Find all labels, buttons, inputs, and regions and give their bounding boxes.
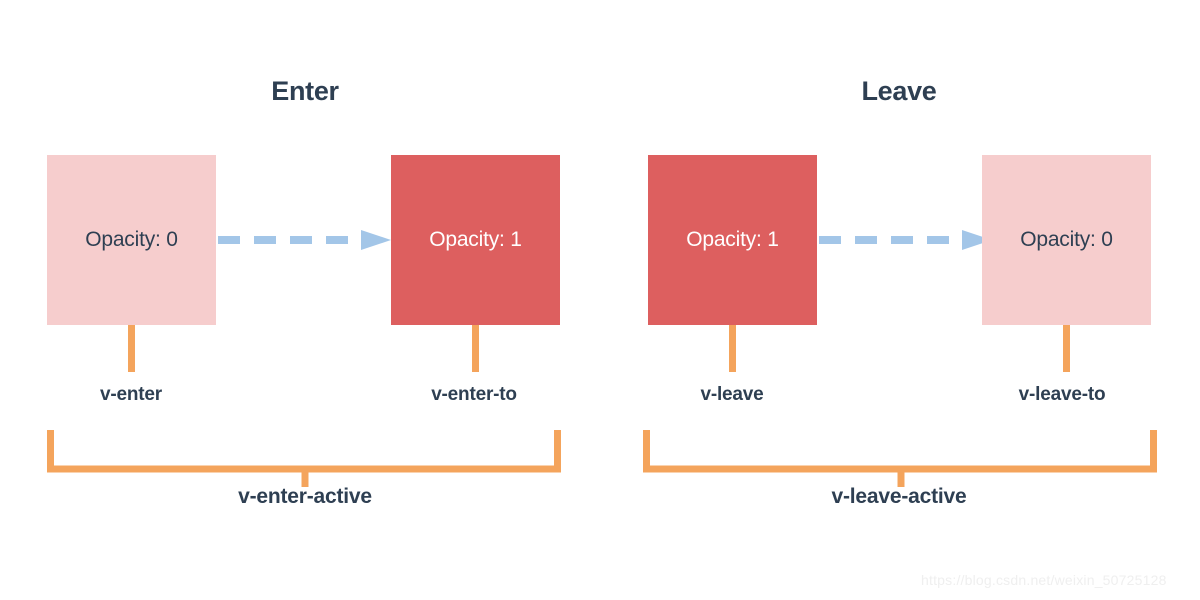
- enter-title: Enter: [271, 76, 339, 106]
- leave-dashed-arrow-right-icon: [817, 230, 992, 250]
- leave-active-bracket-label: v-leave-active: [831, 485, 967, 508]
- enter-start-class-label: v-enter: [100, 384, 162, 405]
- enter-active-bracket-label: v-enter-active: [238, 485, 372, 508]
- leave-start-class-label: v-leave: [700, 384, 764, 405]
- leave-title: Leave: [861, 76, 937, 106]
- enter-end-box: Opacity: 1: [391, 155, 560, 325]
- enter-end-class-label: v-enter-to: [431, 384, 517, 405]
- leave-start-opacity-label: Opacity: 1: [686, 228, 779, 251]
- leave-start-box: Opacity: 1: [648, 155, 817, 325]
- leave-end-class-label: v-leave-to: [1018, 384, 1106, 405]
- enter-start-drop-line: [128, 325, 135, 372]
- enter-start-box: Opacity: 0: [47, 155, 216, 325]
- leave-active-bracket: [640, 427, 1160, 487]
- enter-dashed-arrow-right-icon: [216, 230, 391, 250]
- leave-end-drop-line: [1063, 325, 1070, 372]
- leave-end-opacity-label: Opacity: 0: [1020, 228, 1113, 251]
- leave-start-drop-line: [729, 325, 736, 372]
- enter-active-bracket: [44, 427, 564, 487]
- enter-end-opacity-label: Opacity: 1: [429, 228, 522, 251]
- watermark-text: https://blog.csdn.net/weixin_50725128: [921, 572, 1167, 588]
- enter-end-drop-line: [472, 325, 479, 372]
- leave-end-box: Opacity: 0: [982, 155, 1151, 325]
- enter-start-opacity-label: Opacity: 0: [85, 228, 178, 251]
